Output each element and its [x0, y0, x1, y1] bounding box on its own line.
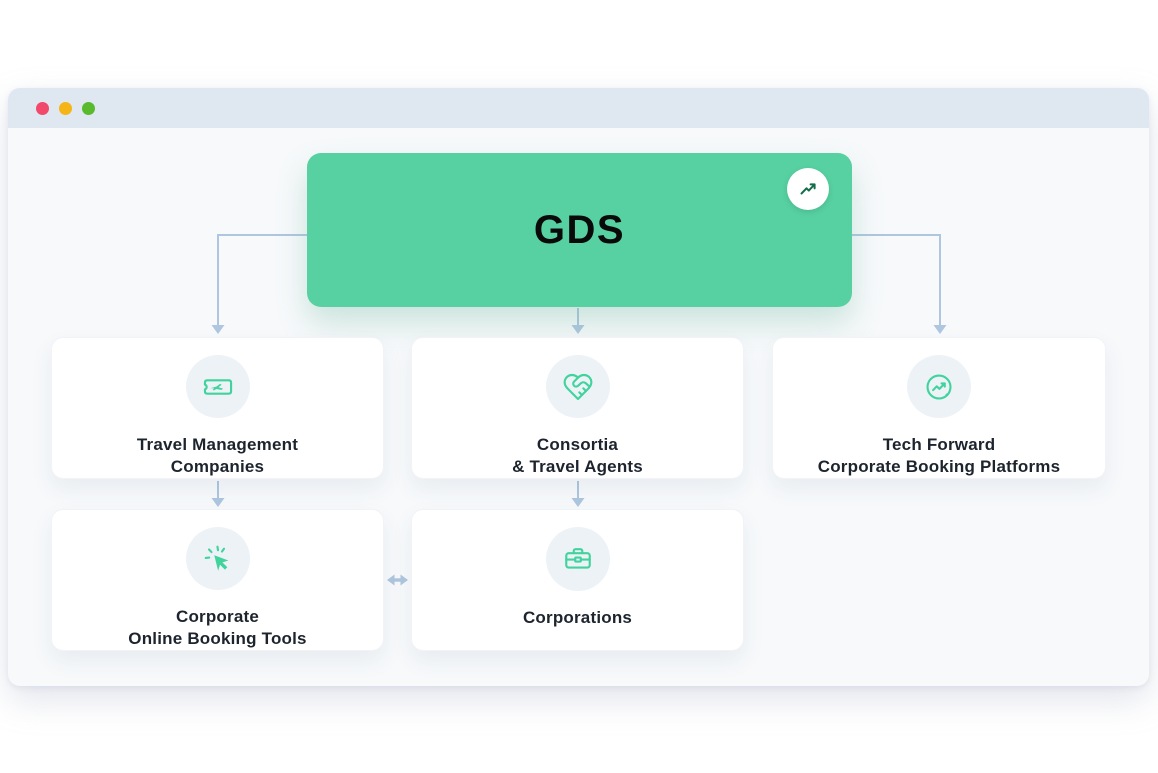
label-line: Corporations: [522, 608, 633, 627]
cursor-click-icon: [185, 527, 250, 590]
node-tech-forward-platforms[interactable]: Tech Forward Corporate Booking Platforms: [772, 337, 1106, 479]
node-label: Corporations: [523, 607, 632, 629]
window-close-button[interactable]: [36, 101, 49, 115]
node-consortia-travel-agents[interactable]: Consortia & Travel Agents: [411, 337, 744, 479]
trending-up-icon: [787, 168, 829, 210]
label-line: Companies: [170, 457, 265, 476]
label-line: & Travel Agents: [512, 457, 643, 476]
ticket-plane-icon: [185, 355, 250, 418]
node-label: Consortia & Travel Agents: [512, 434, 643, 478]
label-line: Consortia: [536, 435, 619, 454]
node-travel-management-companies[interactable]: Travel Management Companies: [51, 337, 384, 479]
node-label: Tech Forward Corporate Booking Platforms: [818, 434, 1060, 478]
label-line: Corporate: [175, 607, 260, 626]
window-maximize-button[interactable]: [82, 101, 95, 115]
node-corporations[interactable]: Corporations: [411, 509, 744, 651]
node-label: Travel Management Companies: [137, 434, 298, 478]
window-minimize-button[interactable]: [59, 101, 72, 115]
browser-window: GDS Travel Management Companies Consorti…: [8, 88, 1149, 686]
node-gds[interactable]: GDS: [307, 153, 852, 307]
node-label: Corporate Online Booking Tools: [128, 606, 306, 650]
handshake-heart-icon: [545, 355, 610, 418]
label-line: Online Booking Tools: [128, 629, 307, 648]
label-line: Corporate Booking Platforms: [817, 457, 1061, 476]
label-line: Tech Forward: [882, 435, 996, 454]
node-gds-label: GDS: [533, 207, 626, 252]
briefcase-icon: [545, 527, 610, 591]
node-corporate-online-booking-tools[interactable]: Corporate Online Booking Tools: [51, 509, 384, 651]
growth-chart-icon: [907, 355, 971, 418]
label-line: Travel Management: [136, 435, 299, 454]
browser-titlebar[interactable]: [8, 88, 1149, 128]
